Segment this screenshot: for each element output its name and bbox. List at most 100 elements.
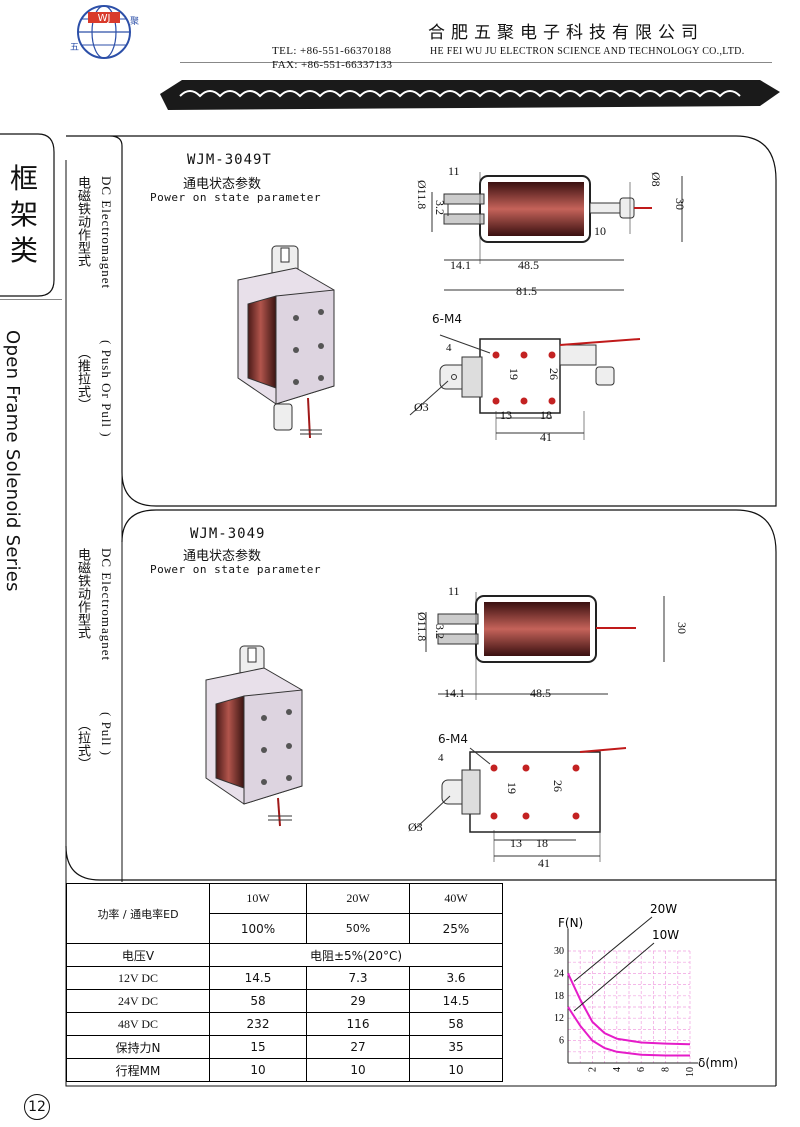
side-label-mode-en-1: ( Push Or Pull ) [99, 340, 114, 438]
resistance-label: 电阻±5%(20°C) [209, 943, 503, 967]
dim-4-1: 4 [446, 342, 452, 354]
side-label-type-cn-2: 电磁铁动作型式 [75, 548, 90, 639]
table-row: 行程MM 10 10 10 [66, 1058, 503, 1082]
dim-26-1: 26 [547, 368, 561, 380]
dim-13-1: 13 [500, 408, 512, 422]
solenoid-isometric-push-pull [237, 245, 335, 439]
table-row: 12V DC 14.5 7.3 3.6 [66, 966, 503, 990]
page-number: 12 [24, 1094, 50, 1120]
x-axis-label: δ(mm) [698, 1056, 738, 1070]
voltage-12v: 12V DC [66, 966, 210, 990]
table-cell: 58 [209, 989, 307, 1013]
y-tick-label: 12 [554, 1013, 564, 1024]
subtitle-cn-1: 通电状态参数 [183, 177, 262, 192]
solenoid-isometric-pull [205, 645, 303, 827]
dim-10-1: 10 [594, 224, 606, 238]
power-20w: 20W [306, 883, 410, 914]
dim-d11-8-2: Ø11.8 [415, 612, 429, 642]
svg-text:五: 五 [70, 43, 79, 53]
subtitle-cn-2: 通电状态参数 [183, 549, 262, 564]
y-tick-label: 24 [554, 968, 564, 979]
side-label-type-en-2: DC Electromagnet [99, 548, 114, 662]
dim-d3-2: Ø3 [408, 820, 423, 834]
table-cell: 27 [306, 1035, 410, 1059]
table-row: 48V DC 232 116 58 [66, 1012, 503, 1036]
dim-11-2: 11 [448, 584, 460, 598]
voltage-48v: 48V DC [66, 1012, 210, 1036]
series-label: Open Frame Solenoid Series [2, 330, 23, 592]
subtitle-en-1: Power on state parameter [150, 191, 321, 204]
dim-3-2-2: 3.2 [433, 624, 447, 639]
y-tick-label: 30 [554, 946, 564, 957]
svg-text:WJ: WJ [98, 13, 111, 24]
table-cell: 29 [306, 989, 410, 1013]
duty-100: 100% [209, 913, 307, 944]
stroke-label: 行程MM [66, 1058, 210, 1082]
dim-19-2: 19 [505, 782, 519, 794]
dim-14-1-2: 14.1 [444, 686, 465, 700]
header-wave-band [160, 62, 780, 110]
table-cell: 7.3 [306, 966, 410, 990]
series-pointer [573, 942, 655, 1012]
side-view-drawing-2 [425, 592, 665, 700]
dim-26-2: 26 [551, 780, 565, 792]
table-cell: 14.5 [409, 989, 503, 1013]
dim-30-1: 30 [673, 198, 687, 210]
side-label-type-en-1: DC Electromagnet [99, 176, 114, 290]
front-view-drawing-2 [415, 747, 627, 862]
model-title-2: WJM-3049 [190, 526, 266, 542]
dim-41-2: 41 [538, 856, 550, 870]
series-line-10w [567, 1006, 690, 1057]
series-line-20w [567, 972, 691, 1046]
phone-number: TEL: +86-551-66370188 [272, 45, 392, 57]
power-40w: 40W [409, 883, 503, 914]
table-cell: 116 [306, 1012, 410, 1036]
dim-19-1: 19 [507, 368, 521, 380]
dim-6-m4-2: 6-M4 [438, 732, 468, 746]
table-cell: 58 [409, 1012, 503, 1036]
voltage-label: 电压V [66, 943, 210, 967]
table-cell: 15 [209, 1035, 307, 1059]
dim-13-2: 13 [510, 836, 522, 850]
duty-50: 50% [306, 913, 410, 944]
dim-30-2: 30 [675, 622, 689, 634]
table-row: 保持力N 15 27 35 [66, 1035, 503, 1059]
spec-table: 功率 / 通电率ED 10W 20W 40W 100% 50% 25% 电压V … [66, 883, 503, 1082]
dim-11-1: 11 [448, 164, 460, 178]
dim-48-5-1: 48.5 [518, 258, 539, 272]
table-cell: 3.6 [409, 966, 503, 990]
series-pointer [573, 916, 653, 982]
side-label-mode-cn-1: （推拉式） [75, 346, 90, 411]
holding-force-label: 保持力N [66, 1035, 210, 1059]
model-title-1: WJM-3049T [187, 152, 272, 168]
svg-text:聚: 聚 [130, 16, 139, 27]
dim-18-1: 18 [540, 408, 552, 422]
side-label-mode-cn-2: （拉式） [75, 718, 90, 770]
dim-41-1: 41 [540, 430, 552, 444]
power-duty-label: 功率 / 通电率ED [66, 883, 210, 944]
y-axis-label: F(N) [558, 916, 583, 930]
subtitle-en-2: Power on state parameter [150, 563, 321, 576]
table-row: 24V DC 58 29 14.5 [66, 989, 503, 1013]
x-tick-label: 2 [587, 1067, 598, 1072]
series-label-20w: 20W [650, 902, 677, 916]
dim-4-2: 4 [438, 752, 444, 764]
dim-14-1-1: 14.1 [450, 258, 471, 272]
table-cell: 35 [409, 1035, 503, 1059]
front-view-drawing-1 [409, 334, 641, 440]
dim-d3-1: Ø3 [414, 400, 429, 414]
side-label-mode-en-2: ( Pull ) [99, 712, 114, 757]
table-cell: 10 [209, 1058, 307, 1082]
dim-6-m4-1: 6-M4 [432, 312, 462, 326]
table-cell: 10 [409, 1058, 503, 1082]
x-tick-label: 4 [612, 1067, 623, 1072]
dim-d11-8-1: Ø11.8 [415, 180, 429, 210]
side-view-drawing-1 [431, 172, 683, 291]
side-label-type-cn-1: 电磁铁动作型式 [75, 176, 90, 267]
power-10w: 10W [209, 883, 307, 914]
dim-48-5-2: 48.5 [530, 686, 551, 700]
y-tick-label: 18 [554, 991, 564, 1002]
y-tick-label: 6 [559, 1036, 564, 1047]
